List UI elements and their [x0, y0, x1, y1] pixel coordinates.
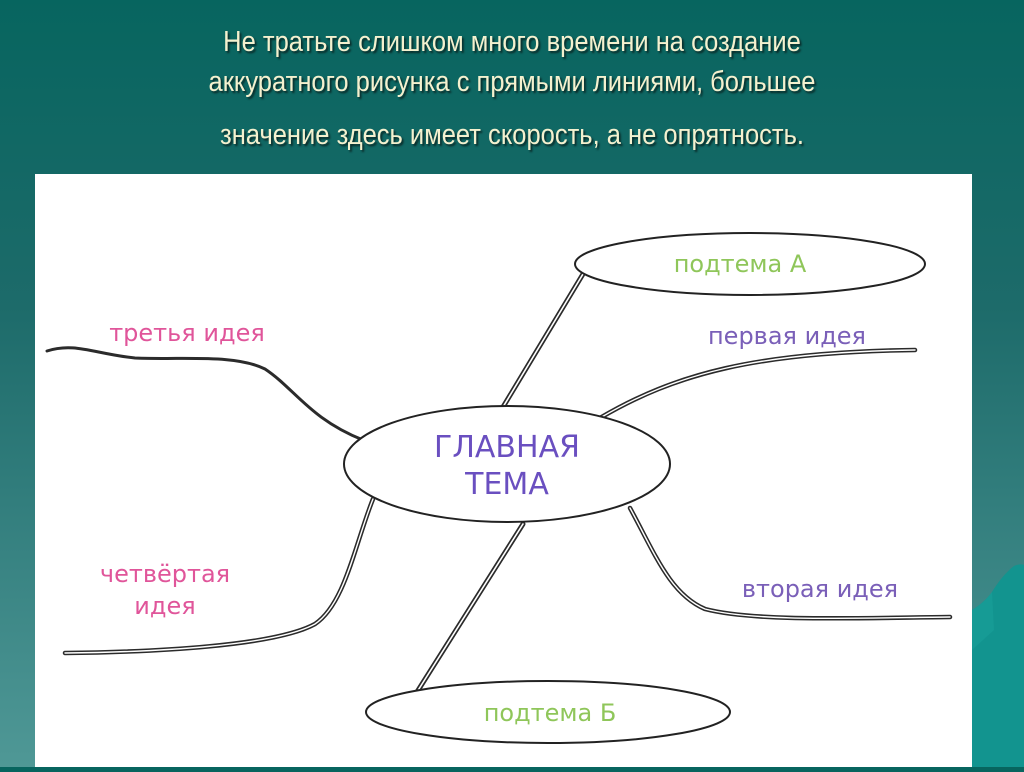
connector-subtopic-b — [414, 521, 526, 695]
connector-subtopic-a — [497, 271, 586, 415]
title-line-2: аккуратного рисунка с прямыми линиями, б… — [208, 66, 816, 98]
connector-second-idea — [627, 505, 953, 621]
fourth-idea-label-line-2[interactable]: идея — [134, 592, 195, 620]
third-idea-label[interactable]: третья идея — [109, 319, 265, 347]
subtopic-b-node[interactable]: подтема Б — [365, 680, 731, 744]
title-line-1: Не тратьте слишком много времени на созд… — [223, 26, 801, 58]
mind-map-diagram: ГЛАВНАЯ ТЕМА подтема А подтема Б первая … — [45, 232, 953, 744]
first-idea-label[interactable]: первая идея — [708, 322, 866, 350]
title-line-3: значение здесь имеет скорость, а не опря… — [220, 119, 804, 151]
central-topic-node[interactable]: ГЛАВНАЯ ТЕМА — [343, 405, 671, 523]
slide-title: Не тратьте слишком много времени на созд… — [61, 22, 962, 155]
second-idea-label[interactable]: вторая идея — [742, 575, 898, 603]
connector-first-idea — [597, 347, 918, 421]
subtopic-b-label: подтема Б — [484, 699, 617, 727]
mind-map-panel: ГЛАВНАЯ ТЕМА подтема А подтема Б первая … — [35, 174, 972, 767]
fourth-idea-label-line-1[interactable]: четвёртая — [100, 560, 230, 588]
connector-third-idea — [45, 346, 365, 442]
central-topic-line-2: ТЕМА — [464, 467, 549, 502]
subtopic-a-node[interactable]: подтема А — [574, 232, 926, 296]
decorative-wave-shape — [972, 564, 1024, 767]
subtopic-a-label: подтема А — [674, 250, 807, 278]
connector-fourth-idea — [62, 496, 376, 656]
central-topic-line-1: ГЛАВНАЯ — [434, 430, 580, 465]
